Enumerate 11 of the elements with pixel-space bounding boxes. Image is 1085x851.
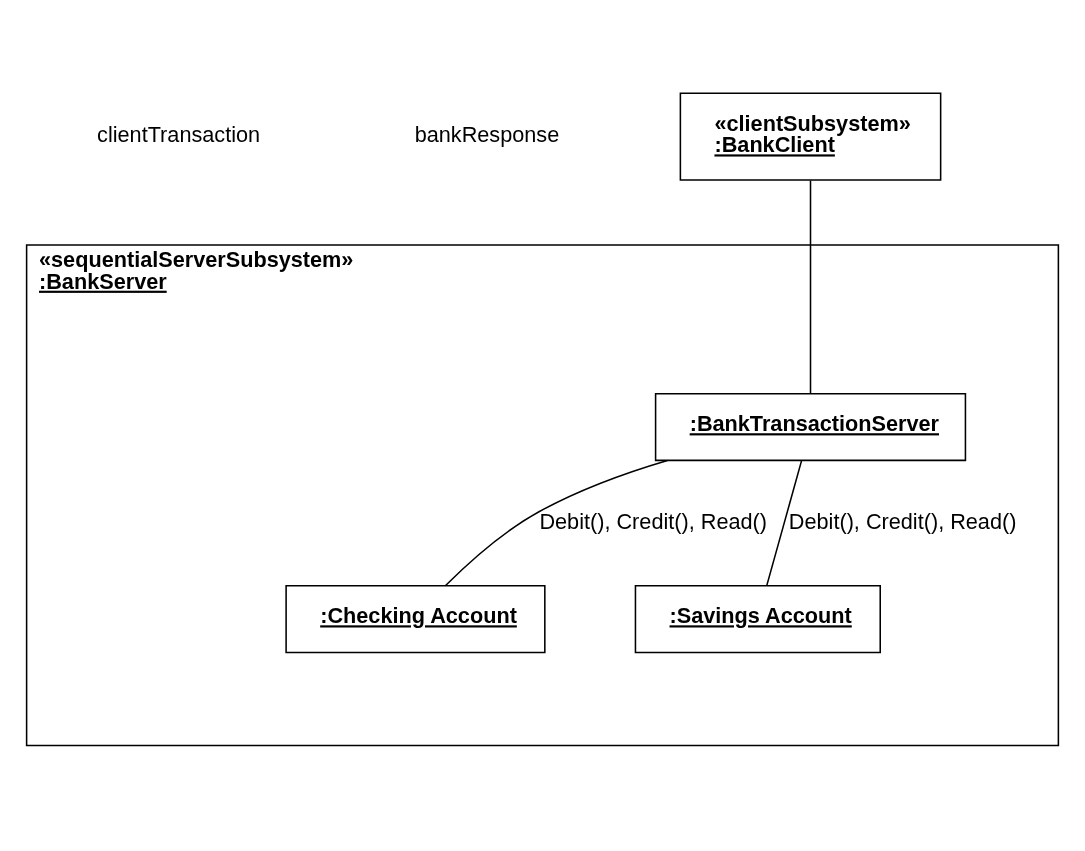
edge-label: Debit(), Credit(), Read() bbox=[539, 508, 768, 534]
connector bbox=[809, 179, 812, 395]
edge-label: Debit(), Credit(), Read() bbox=[788, 508, 1017, 534]
node-box: :Checking Account bbox=[285, 585, 546, 654]
label: clientTransaction bbox=[97, 122, 261, 148]
node-box: :Savings Account bbox=[634, 585, 881, 654]
node-box: :BankTransactionServer bbox=[654, 392, 967, 462]
label: bankResponse bbox=[414, 122, 560, 148]
node-box: «clientSubsystem» :BankClient bbox=[679, 92, 942, 181]
connector bbox=[766, 459, 803, 587]
connector bbox=[444, 459, 669, 587]
